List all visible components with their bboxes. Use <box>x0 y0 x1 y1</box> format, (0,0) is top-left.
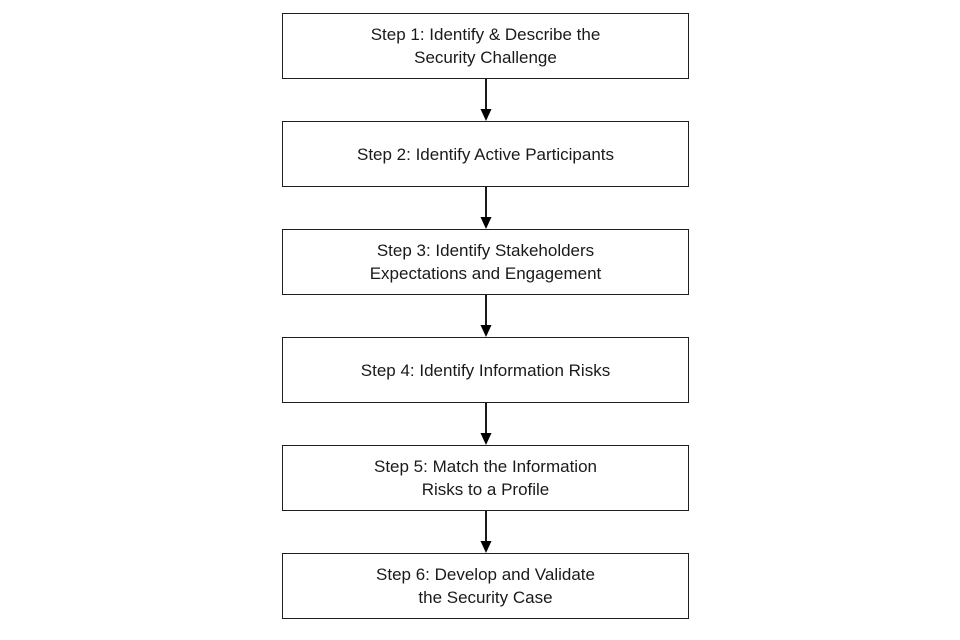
step-4-label: Step 4: Identify Information Risks <box>360 360 611 380</box>
step-5-box: Step 5: Match the Information Risks to a… <box>282 445 689 511</box>
step-3-label: Step 3: Identify Stakeholders Expectatio… <box>369 241 602 283</box>
step-6-box: Step 6: Develop and Validate the Securit… <box>282 553 689 619</box>
step-2-box: Step 2: Identify Active Participants <box>282 121 689 187</box>
down-arrow-icon <box>282 187 689 229</box>
step-6-label: Step 6: Develop and Validate the Securit… <box>376 565 595 607</box>
security-process-flowchart: Step 1: Identify & Describe the Security… <box>282 13 689 619</box>
step-3-box: Step 3: Identify Stakeholders Expectatio… <box>282 229 689 295</box>
step-5-label: Step 5: Match the Information Risks to a… <box>373 457 597 499</box>
step-1-label: Step 1: Identify & Describe the Security… <box>370 25 601 67</box>
down-arrow-icon <box>282 79 689 121</box>
step-4-box: Step 4: Identify Information Risks <box>282 337 689 403</box>
step-2-label: Step 2: Identify Active Participants <box>356 144 615 164</box>
down-arrow-icon <box>282 511 689 553</box>
down-arrow-icon <box>282 295 689 337</box>
step-1-box: Step 1: Identify & Describe the Security… <box>282 13 689 79</box>
down-arrow-icon <box>282 403 689 445</box>
